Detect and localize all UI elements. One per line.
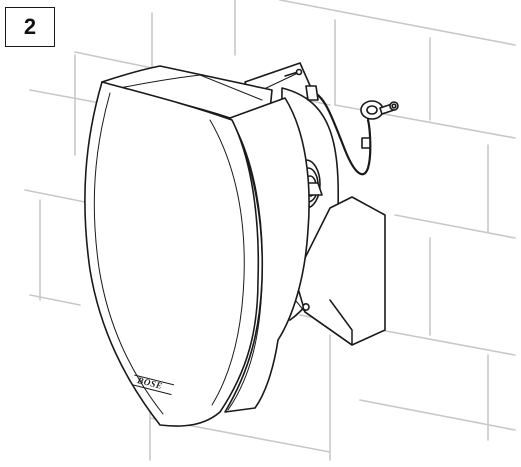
plate-screws: [284, 68, 303, 77]
step-number-box: 2: [5, 7, 55, 47]
speaker-cabinet: [84, 65, 310, 427]
safety-tether: [305, 85, 372, 176]
eye-bolt: [360, 100, 399, 120]
bose-logo: BOSE: [131, 374, 175, 395]
brick-wall: [24, 0, 516, 461]
step-number: 2: [23, 14, 37, 39]
